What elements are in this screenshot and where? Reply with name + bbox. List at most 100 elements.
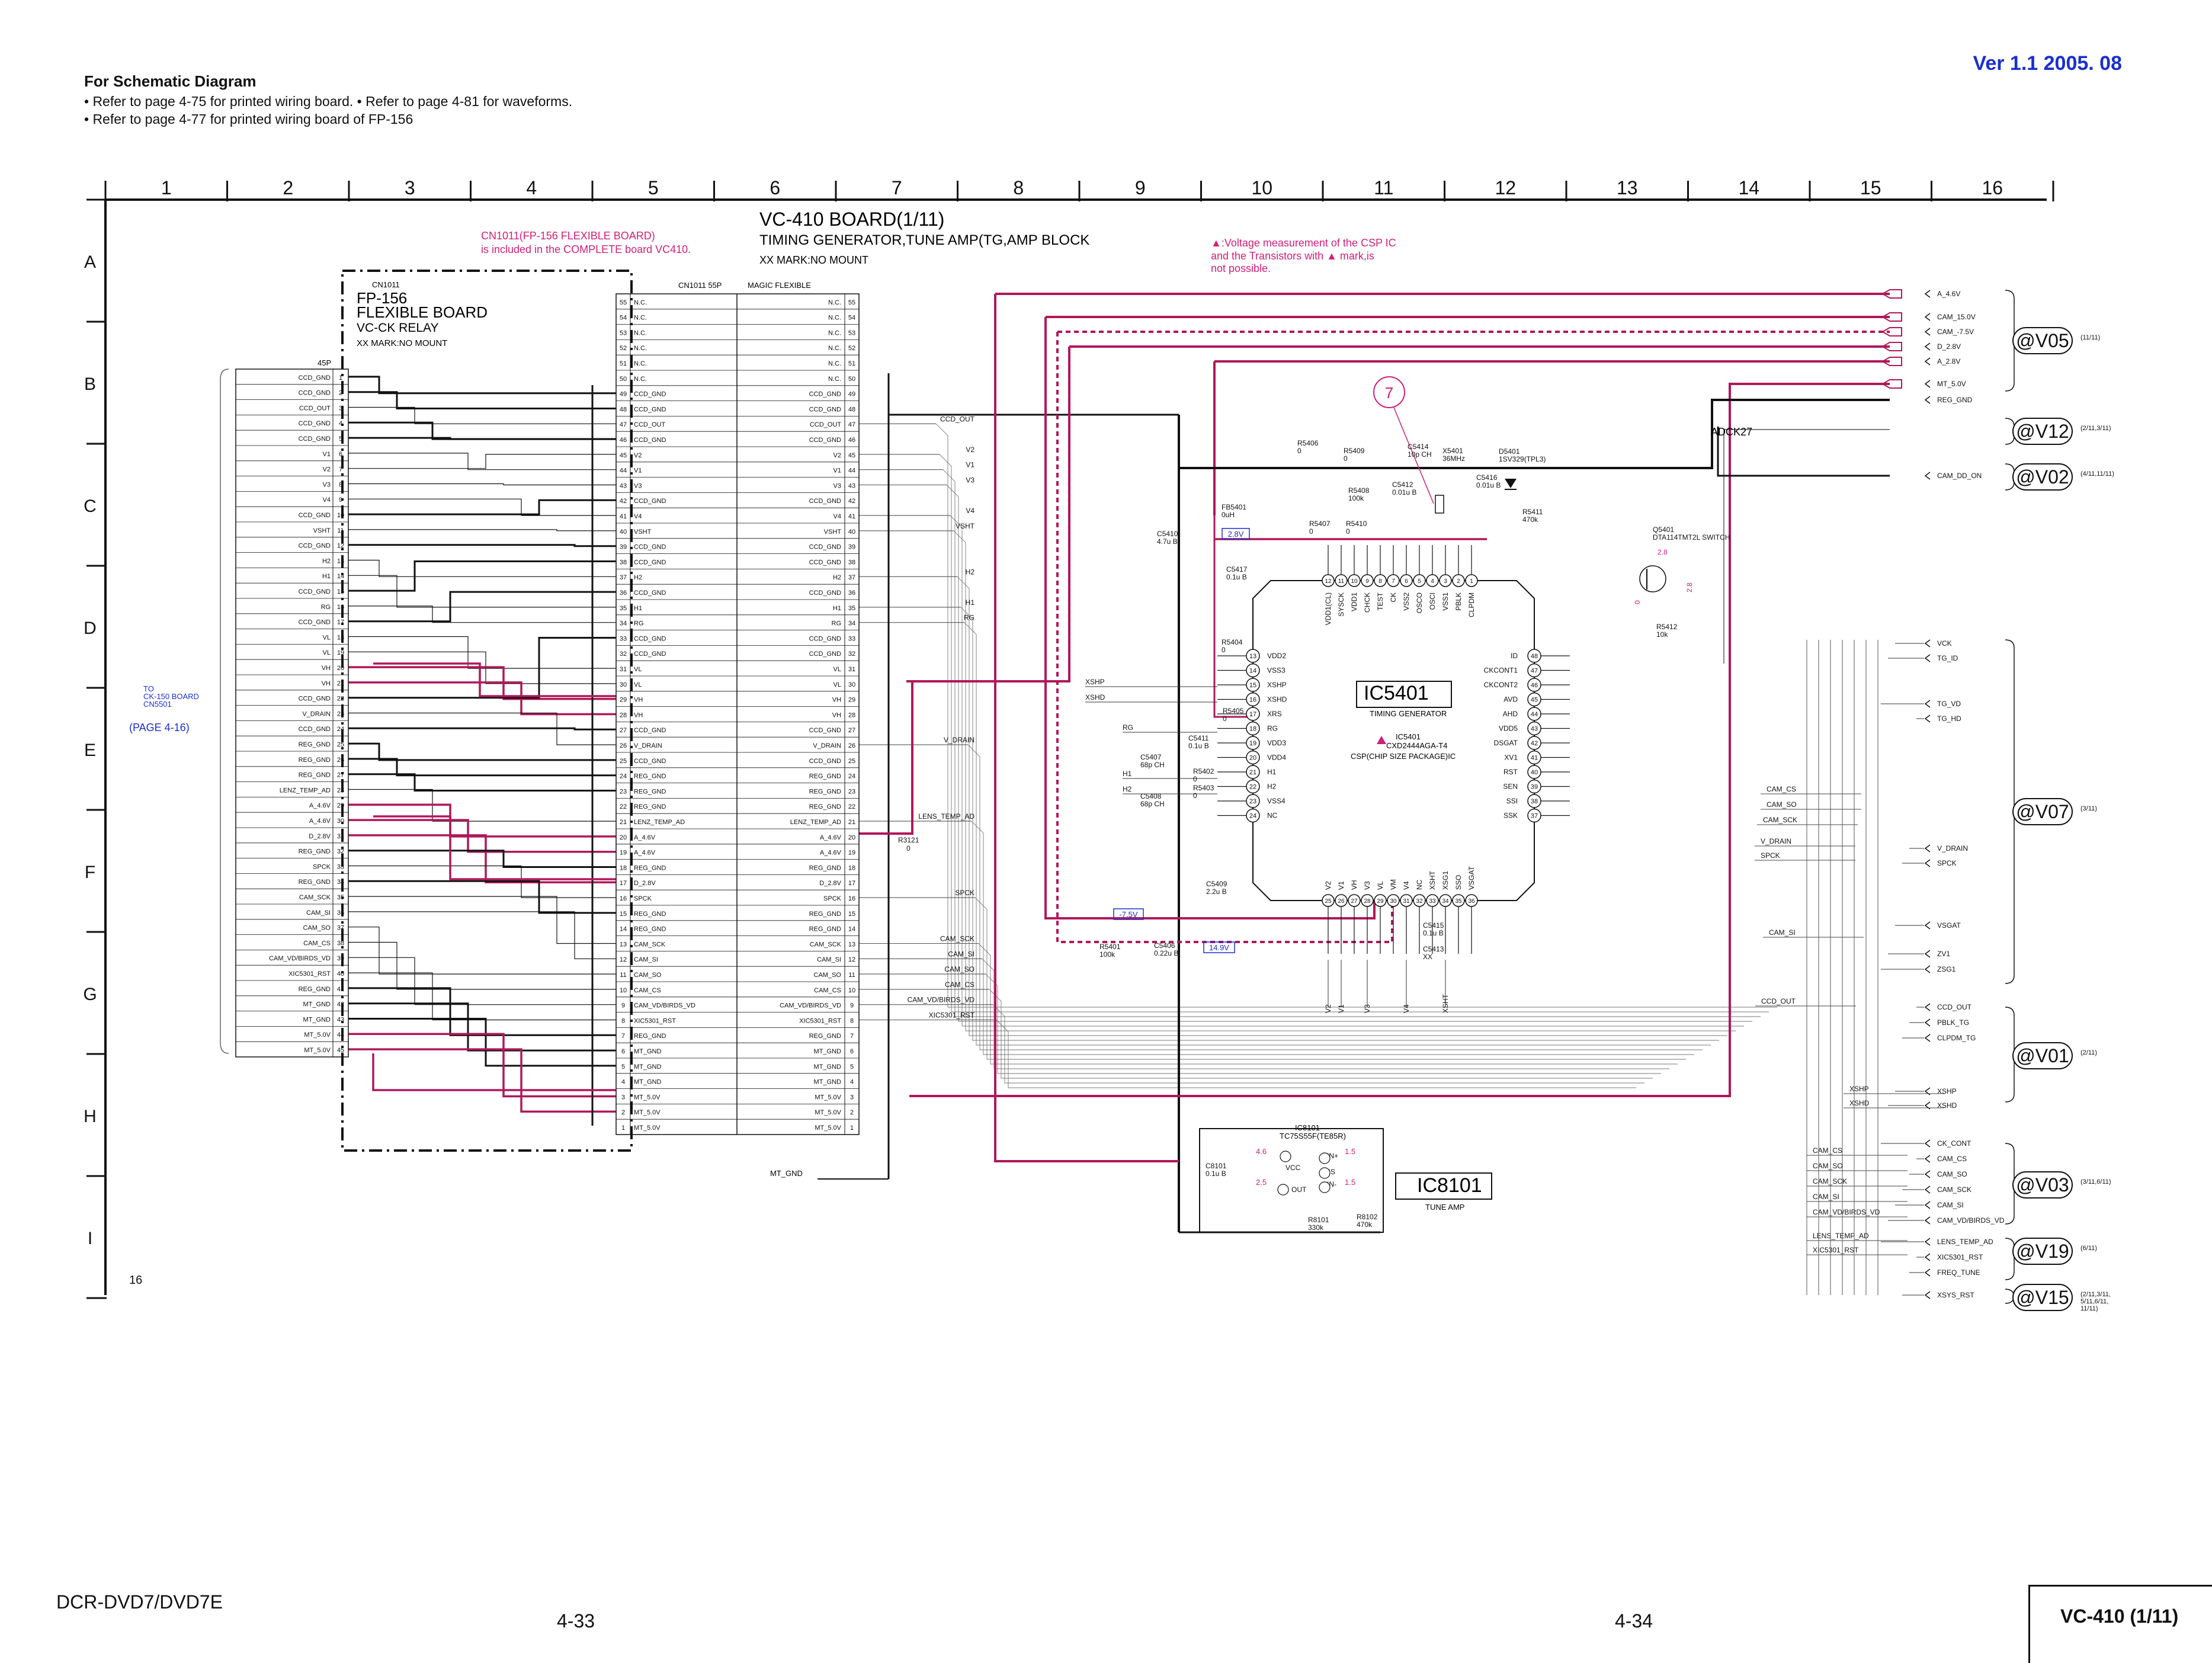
cn-pin-label-left: CCD_GND (634, 498, 666, 505)
cn-pin-label-right: VL (833, 666, 841, 673)
cn-out-signal-label: V1 (966, 461, 974, 469)
flex-pin-label: V4 (323, 496, 331, 504)
component-value: 0 (1344, 454, 1348, 463)
inner-signal-label: CAM_SI (1813, 1193, 1839, 1201)
cn-pin-number: 24 (620, 773, 627, 780)
grid-col-label: 10 (1251, 177, 1272, 198)
cn-pin-number: 51 (620, 360, 627, 367)
inner-signal-label: SPCK (1761, 851, 1780, 860)
ic-pin-number: 12 (1325, 578, 1332, 585)
ic8101-name-box (1395, 1172, 1492, 1200)
inner-signal-label: XIC5301_RST (1813, 1246, 1859, 1254)
signal-route (992, 1004, 1644, 1084)
cn-pin-label-left: V2 (634, 452, 642, 459)
cn-pin-number: 10 (620, 987, 627, 994)
ic-pin-number: 30 (1390, 898, 1397, 905)
cn-pin-label-left: REG_GND (634, 864, 666, 871)
cn-pin-number: 11 (848, 972, 855, 979)
crystal-x5401 (1435, 495, 1444, 514)
right-arrow (1924, 357, 1931, 366)
right-arrow (1924, 1238, 1931, 1246)
flex-cn-wire (348, 591, 616, 623)
cn-pin-number: 4 (850, 1079, 854, 1086)
component-value: 0.1u B (1423, 929, 1444, 937)
grid-row-label: E (84, 741, 96, 760)
flex-pin-label: V_DRAIN (302, 710, 331, 717)
ic-pin-number: 8 (1379, 578, 1382, 585)
ic-pin-number: 11 (1338, 578, 1345, 585)
right-arrow (1924, 965, 1931, 973)
board-subtitle: TIMING GENERATOR,TUNE AMP(TG,AMP BLOCK (759, 232, 1089, 248)
grid-row-label: A (84, 252, 96, 272)
flex-pin-label: XIC5301_RST (288, 970, 331, 978)
ic-pin-name: RST (1503, 768, 1518, 776)
ic-pin-name: NC (1415, 879, 1424, 890)
reg-gnd-wire (1179, 399, 1890, 469)
grid-col-label: 8 (1013, 177, 1024, 198)
component-ref: R5408 (1348, 486, 1370, 495)
cn-pin-label-left: H1 (634, 605, 642, 612)
cn-pin-number: 14 (620, 926, 627, 933)
flex-cn-wire (348, 742, 616, 761)
cn-pin-number: 28 (620, 712, 627, 719)
cn-pin-number: 21 (620, 819, 627, 826)
cn-pin-label-left: CCD_GND (634, 758, 666, 765)
cn-pin-label-right: REG_GND (809, 788, 841, 795)
cn-pin-label-right: CAM_CS (814, 987, 841, 994)
ic-pin-number: 28 (1364, 898, 1371, 905)
flex-pin-label: CAM_SO (303, 925, 331, 932)
cn-out-signal-label: RG (964, 614, 974, 622)
cn-pin-number: 47 (848, 421, 855, 428)
flex-cn-wire (348, 927, 616, 975)
page-number-right: 4-34 (1615, 1610, 1653, 1632)
signal-route (982, 958, 1669, 1069)
ic-bottom-signal: V4 (1402, 1004, 1410, 1013)
signal-route (939, 454, 1769, 1012)
ic-pin-name: SEN (1503, 783, 1518, 791)
component-ref: FB5401 (1222, 503, 1246, 511)
cn-pin-number: 49 (620, 391, 627, 398)
flex-name-3: VC-CK RELAY (357, 321, 438, 335)
cn-pin-number: 9 (621, 1002, 625, 1010)
grid-col-label: 9 (1135, 177, 1146, 198)
ic-pin-number: 27 (1351, 898, 1358, 905)
inner-signal-label: CAM_CS (1813, 1146, 1842, 1155)
cn-pin-label-right: V_DRAIN (813, 742, 841, 749)
right-signal-label: TG_VD (1937, 700, 1961, 708)
cn-pin-number: 52 (848, 345, 855, 352)
cn-pin-number: 25 (620, 758, 627, 765)
ref-bubble (2012, 463, 2073, 491)
flex-pin-label: MT_5.0V (304, 1047, 331, 1054)
cn-pin-label-right: REG_GND (809, 1033, 841, 1040)
component-ref: C5407 (1140, 753, 1162, 761)
to-label-2: CK-150 BOARD (143, 692, 199, 701)
cn-pin-label-right: A_4.6V (820, 834, 842, 841)
cn-pin-label-left: SPCK (634, 895, 652, 902)
ic-pin-number: 20 (1249, 755, 1256, 762)
cn-pin-number: 50 (848, 376, 855, 383)
component-ref: C5413 (1423, 945, 1444, 953)
ic-pin-number: 10 (1351, 578, 1358, 585)
flex-pin-label: REG_GND (299, 757, 331, 764)
cn-pin-label-left: MT_5.0V (634, 1124, 661, 1132)
cn-pin-number: 14 (848, 926, 855, 933)
component-ref: R5409 (1344, 447, 1365, 455)
cn-pin-label-left: MT_GND (634, 1079, 662, 1086)
cn-pin-label-left: MT_5.0V (634, 1094, 661, 1101)
flex-cn-wire (348, 727, 616, 730)
cn-pin-label-right: CCD_GND (809, 406, 841, 413)
flex-cn-wire (348, 1048, 616, 1113)
footer-board-box (2028, 1585, 2212, 1663)
right-arrow (1924, 472, 1931, 480)
ic-pin-number: 1 (1470, 578, 1473, 585)
right-arrow (1924, 1170, 1931, 1178)
version-label: Ver 1.1 2005. 08 (1973, 52, 2122, 75)
ic-pin-number: 40 (1531, 769, 1538, 776)
cn-pin-number: 9 (850, 1002, 854, 1010)
ic-pin-name: NC (1267, 812, 1278, 820)
component-ref: R8102 (1357, 1213, 1378, 1221)
component-ref: C5408 (1140, 792, 1162, 800)
cn-pin-number: 22 (848, 803, 855, 810)
cn-pin-label-right: N.C. (828, 376, 841, 383)
